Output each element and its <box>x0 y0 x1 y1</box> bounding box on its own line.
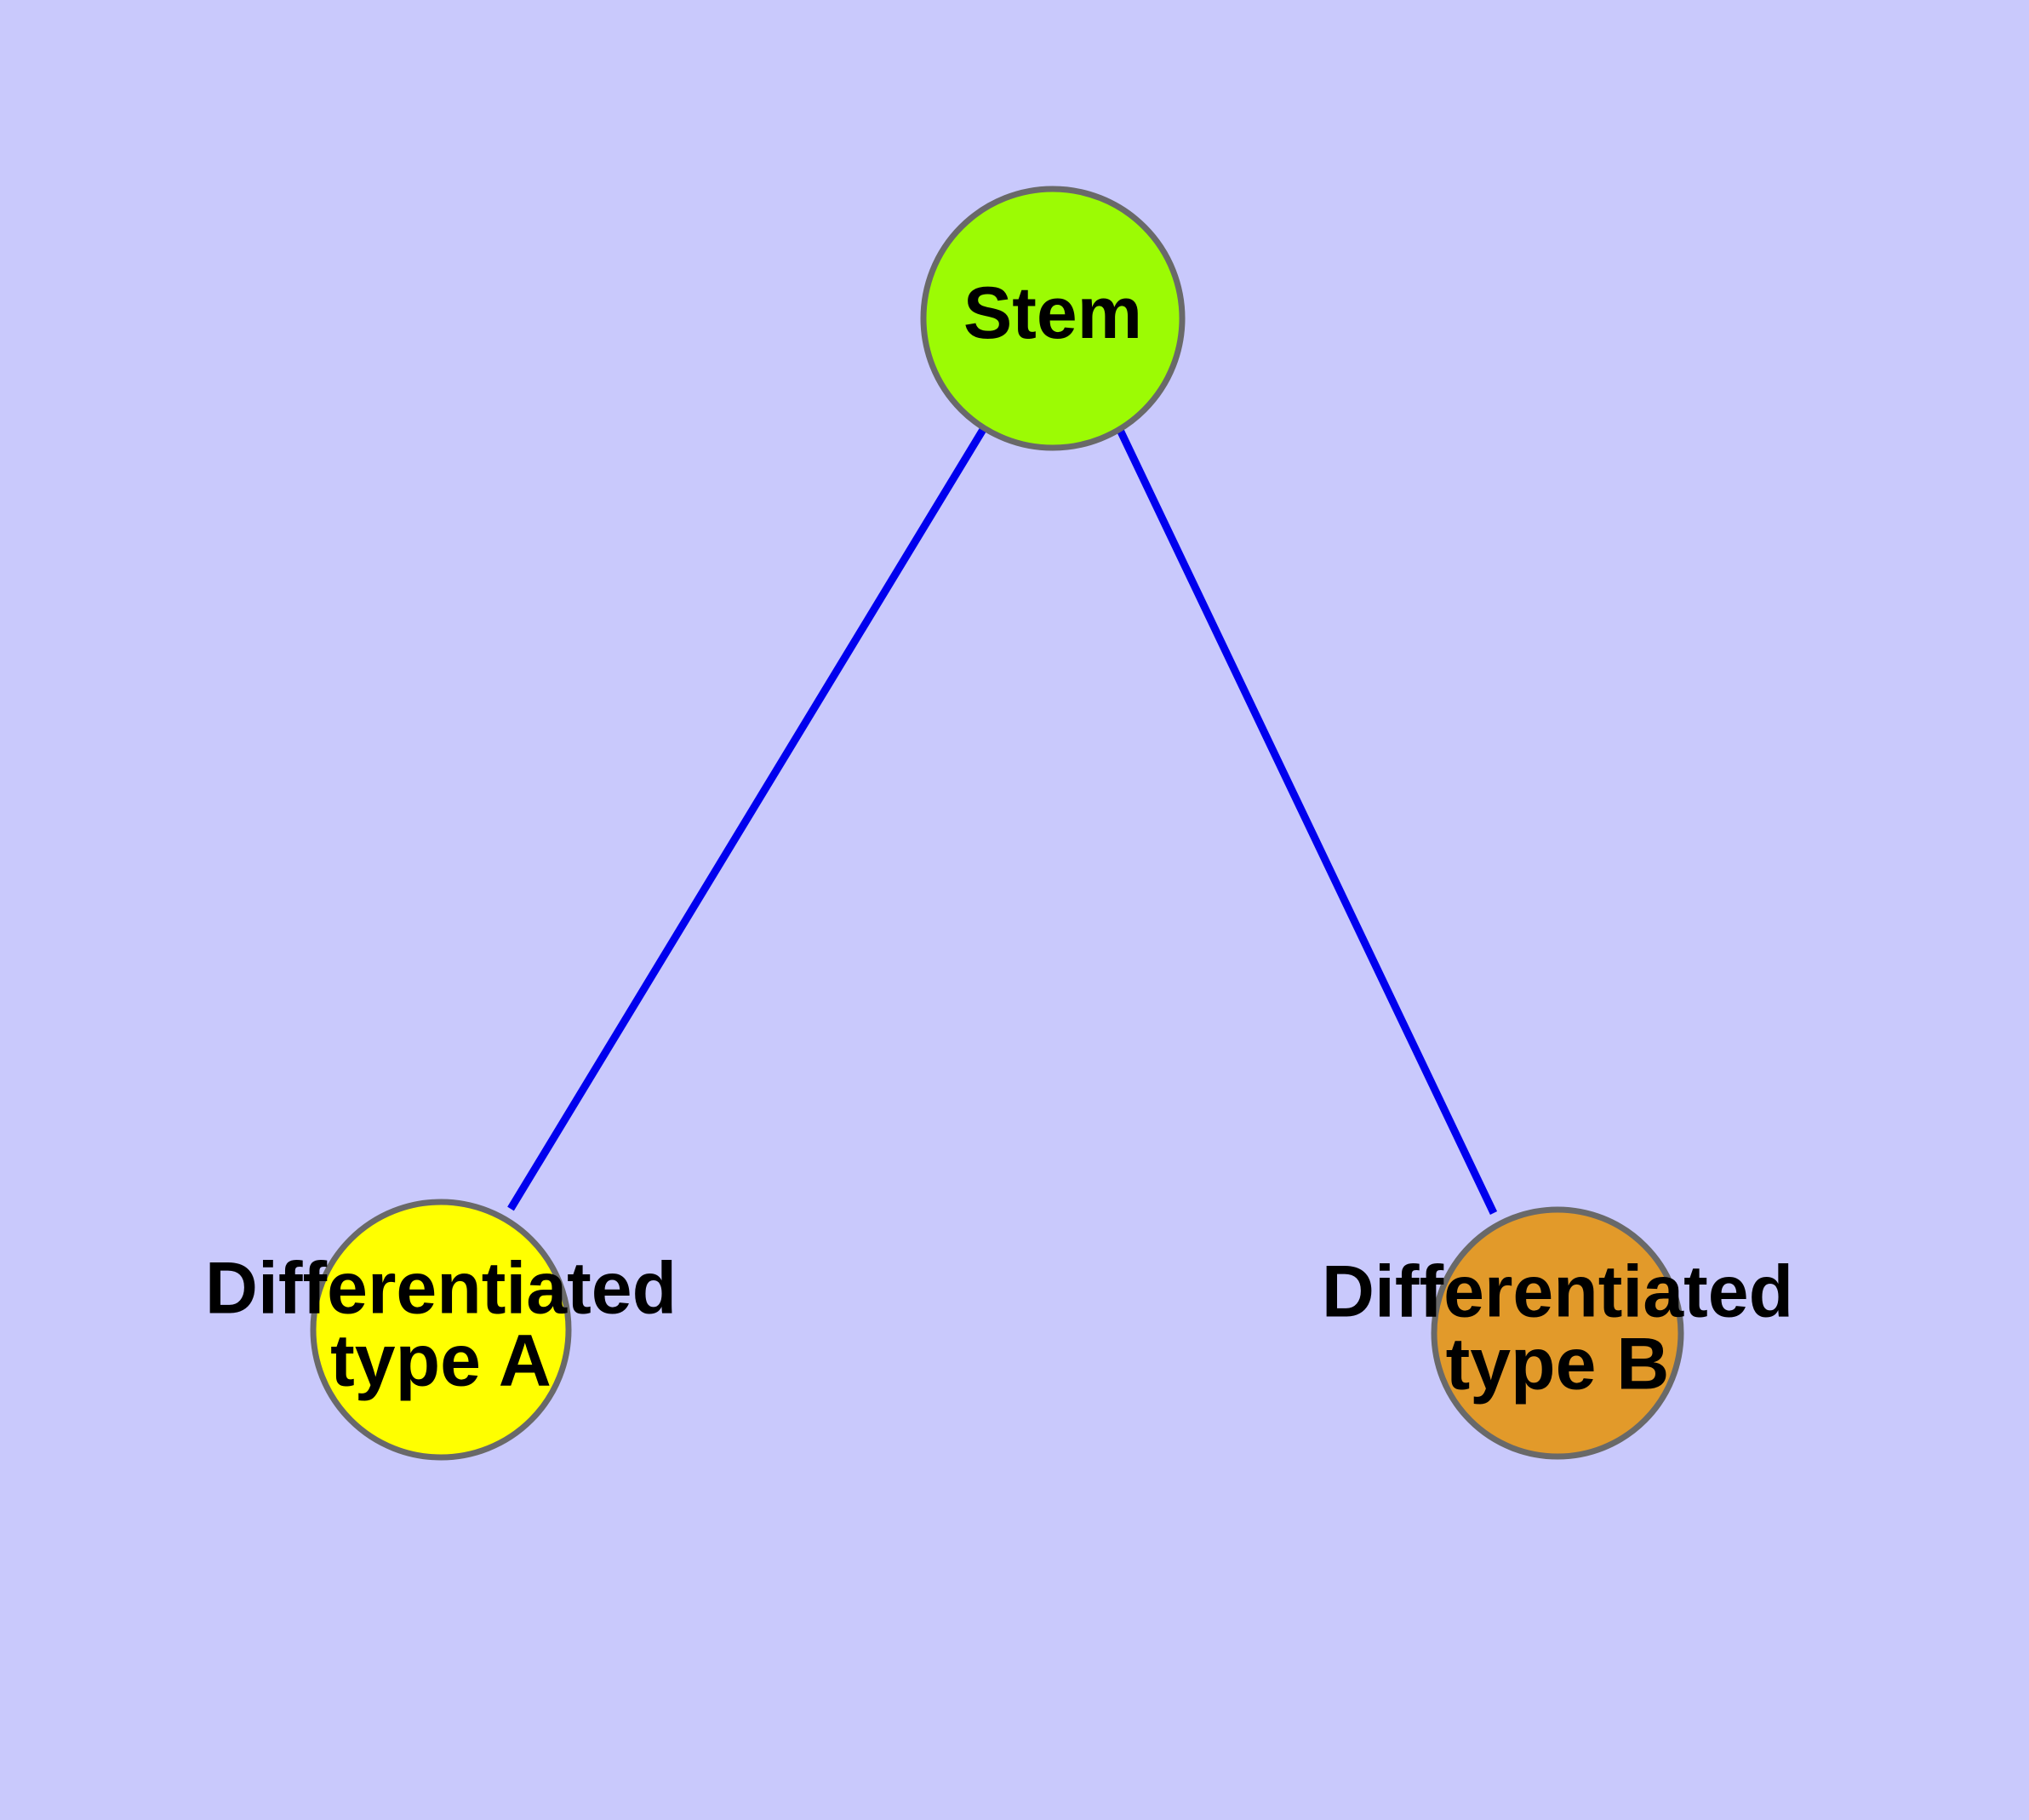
node-label-line: Differentiated <box>1322 1251 1793 1332</box>
nodes-layer <box>310 186 1684 1461</box>
node-label-line: Stem <box>963 272 1142 354</box>
node-label-line: Differentiated <box>205 1247 677 1329</box>
node-label-stem: Stem <box>963 272 1142 354</box>
edges-layer <box>507 426 1498 1215</box>
node-diff-a[interactable] <box>310 1199 572 1461</box>
edge-stem-to-diff-a <box>507 426 987 1211</box>
edge-stem-to-diff-b <box>1115 426 1498 1215</box>
node-diff-b[interactable] <box>1431 1206 1684 1460</box>
node-label-line: type B <box>1446 1323 1670 1405</box>
node-stem[interactable] <box>920 186 1186 451</box>
node-label-line: type A <box>330 1319 552 1401</box>
